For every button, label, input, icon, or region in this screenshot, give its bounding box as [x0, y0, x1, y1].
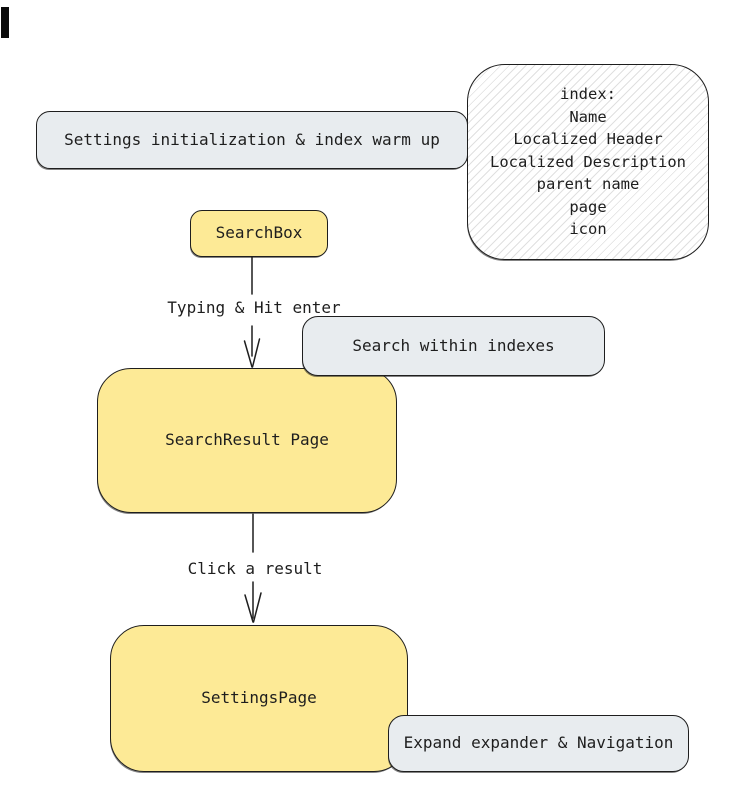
corner-artifact-mark — [1, 7, 9, 38]
node-index-fields-note[interactable]: index: Name Localized Header Localized D… — [467, 64, 709, 260]
search-within-label: Search within indexes — [352, 335, 555, 355]
settings-page-label: SettingsPage — [201, 688, 317, 708]
settings-warmup-label: Settings initialization & index warm up — [64, 129, 440, 149]
node-search-within-indexes[interactable]: Search within indexes — [302, 316, 605, 376]
index-fields-text: index: Name Localized Header Localized D… — [490, 85, 686, 239]
node-settings-page[interactable]: SettingsPage — [110, 625, 408, 772]
searchbox-label: SearchBox — [215, 223, 303, 243]
edge-label-typing: Typing & Hit enter — [167, 298, 341, 317]
node-search-result-page[interactable]: SearchResult Page — [97, 368, 397, 513]
expand-navigation-label: Expand expander & Navigation — [403, 733, 674, 753]
edge-label-click-result: Click a result — [187, 559, 323, 578]
search-result-label: SearchResult Page — [165, 430, 329, 450]
node-expand-navigation[interactable]: Expand expander & Navigation — [388, 715, 689, 772]
node-searchbox[interactable]: SearchBox — [190, 210, 328, 257]
node-settings-warmup[interactable]: Settings initialization & index warm up — [36, 111, 468, 169]
